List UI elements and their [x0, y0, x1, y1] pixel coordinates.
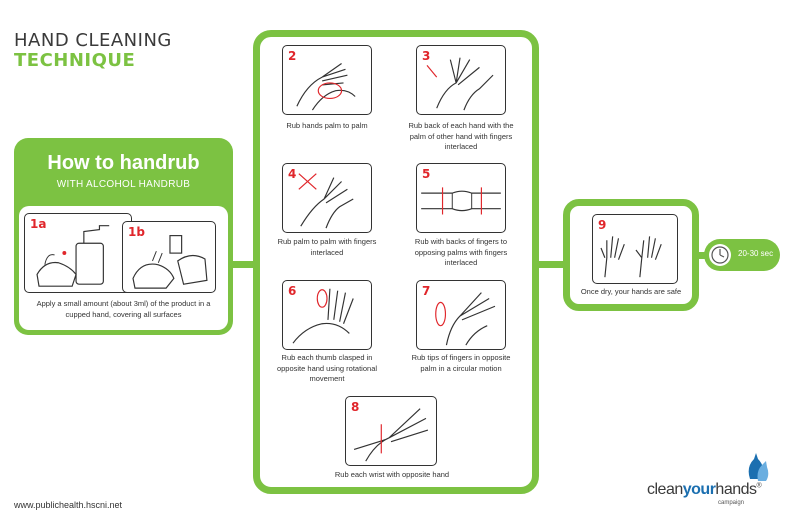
clean-hands-icon	[600, 236, 662, 278]
step-2-number: 2	[288, 49, 297, 63]
pump-bottle-hands-icon	[132, 235, 208, 289]
step-4-caption: Rub palm to palm with fingers interlaced	[277, 237, 377, 257]
back-of-hand-icon	[426, 57, 494, 111]
step-7-image: 7	[416, 280, 506, 350]
timer-badge: 20-30 sec	[704, 239, 780, 271]
step-1b-number: 1b	[128, 225, 145, 239]
fingertips-in-palm-icon	[435, 292, 496, 346]
step-2-image: 2	[282, 45, 372, 115]
step-8-caption: Rub each wrist with opposite hand	[334, 470, 450, 479]
step-6-image: 6	[282, 280, 372, 350]
step-1b-image: 1b	[122, 221, 216, 293]
campaign-logo: cleanyourhands®	[647, 481, 762, 498]
wrist-rub-icon	[353, 408, 429, 462]
step-7-caption: Rub tips of fingers in opposite palm in …	[411, 353, 511, 373]
step-8-image: 8	[345, 396, 437, 466]
step-2-caption: Rub hands palm to palm	[286, 121, 368, 130]
thumb-clasped-icon	[292, 288, 354, 344]
clock-icon	[709, 244, 731, 266]
title-line-1: HAND CLEANING	[14, 30, 172, 51]
step-7-number: 7	[422, 284, 431, 298]
backs-of-fingers-icon	[421, 187, 501, 215]
handrub-subheading: WITH ALCOHOL HANDRUB	[56, 179, 191, 190]
connector-timer	[696, 252, 708, 259]
step-9-number: 9	[598, 218, 607, 232]
hand-drop-logo-icon	[748, 453, 769, 481]
step-5-number: 5	[422, 167, 431, 181]
step-1-panel: 1a 1b Apply a small amount (about 3ml) o…	[19, 206, 228, 330]
dispenser-hand-icon	[36, 225, 110, 287]
step-1a-image: 1a	[24, 213, 132, 293]
step-1a-number: 1a	[30, 217, 47, 231]
connector-left	[232, 261, 256, 268]
step-3-number: 3	[422, 49, 431, 63]
final-step-panel: 9 Once dry, your hands are safe	[563, 199, 699, 311]
step-1-caption: Apply a small amount (about 3ml) of the …	[36, 299, 211, 319]
step-6-number: 6	[288, 284, 297, 298]
handrub-panel: How to handrub WITH ALCOHOL HANDRUB 1a 1…	[14, 138, 233, 335]
connector-right	[536, 261, 566, 268]
step-9-caption: Once dry, your hands are safe	[580, 287, 682, 296]
step-3-image: 3	[416, 45, 506, 115]
campaign-logo-sub: campaign	[718, 500, 745, 506]
step-4-number: 4	[288, 167, 297, 181]
step-4-image: 4	[282, 163, 372, 233]
step-6-caption: Rub each thumb clasped in opposite hand …	[276, 353, 378, 383]
timer-label: 20-30 sec	[738, 249, 774, 258]
fingers-interlaced-icon	[298, 173, 354, 229]
step-3-caption: Rub back of each hand with the palm of o…	[408, 121, 514, 151]
handrub-heading: How to handrub	[47, 152, 200, 174]
step-9-image: 9	[592, 214, 678, 284]
step-5-image: 5	[416, 163, 506, 233]
title-line-2: TECHNIQUE	[14, 50, 136, 71]
step-8-number: 8	[351, 400, 360, 414]
footer-url[interactable]: www.publichealth.hscni.net	[14, 500, 123, 510]
palm-to-palm-icon	[296, 63, 356, 111]
step-5-caption: Rub with backs of fingers to opposing pa…	[414, 237, 508, 267]
